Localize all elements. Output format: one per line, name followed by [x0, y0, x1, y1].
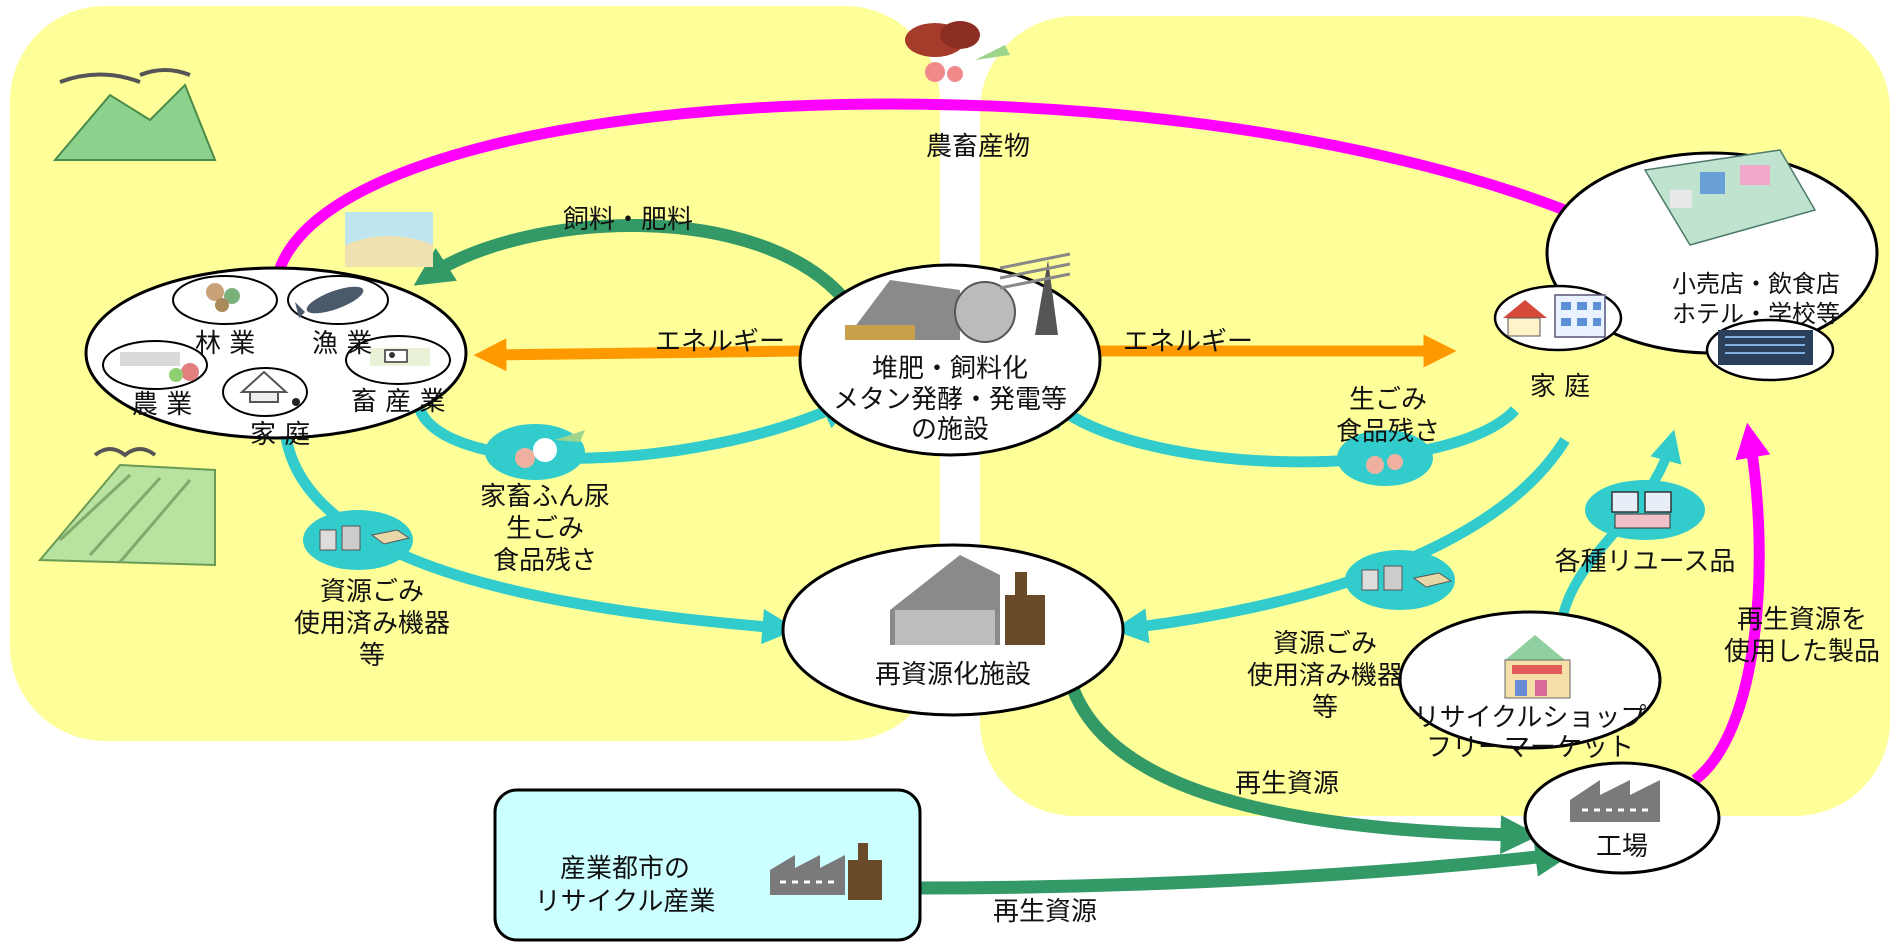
beach-icon [345, 212, 433, 267]
label-industry-city-2: リサイクル産業 [535, 887, 716, 917]
fish-icon [295, 286, 364, 318]
label-urban-food-waste-2: 食品残さ [1336, 417, 1440, 447]
label-rural-resource-2: 使用済み機器 [294, 609, 450, 639]
arrow-recycled-products [1691, 422, 1771, 785]
cabbage-icon [120, 352, 199, 382]
label-rural-waste-3: 食品残さ [493, 546, 597, 576]
label-compost-1: 堆肥・飼料化 [872, 354, 1028, 384]
label-reuse-items: 各種リユース品 [1555, 547, 1736, 577]
label-agri-products: 農畜産物 [926, 132, 1030, 162]
label-urban-resource-1: 資源ごみ [1273, 629, 1377, 659]
label-rural-resource-3: 等 [359, 641, 385, 671]
label-urban-food-waste-1: 生ごみ [1349, 385, 1427, 415]
arrow-rural-waste [414, 396, 856, 464]
label-compost-3: の施設 [911, 415, 989, 445]
recycling-plant-icon [890, 555, 1045, 645]
food-waste-icon [485, 424, 585, 480]
city-icon [1643, 149, 1817, 246]
label-recycled-products-1: 再生資源を [1737, 605, 1867, 635]
timber-icon [206, 283, 240, 312]
label-energy-right: エネルギー [1123, 327, 1253, 357]
cow-icon [370, 348, 430, 366]
label-retail-1: 小売店・飲食店 [1672, 270, 1840, 298]
apartment-icon [1503, 294, 1606, 338]
label-recycled-resource-2: 再生資源 [993, 897, 1097, 927]
cans-box-icon [303, 510, 413, 570]
label-compost-2: メタン発酵・発電等 [833, 385, 1067, 415]
label-household-rural: 家 庭 [250, 420, 310, 450]
arrow-feed-fertilizer [413, 219, 850, 305]
arrow-urban-food-waste [1041, 394, 1520, 468]
label-forestry: 林 業 [195, 329, 255, 359]
label-fishery: 漁 業 [312, 329, 372, 359]
reuse-goods-icon [1585, 480, 1705, 540]
mountain-forest-icon [52, 68, 217, 161]
label-recycling: 再資源化施設 [875, 660, 1031, 690]
label-industry-city-1: 産業都市の [560, 854, 690, 884]
label-rural-resource-1: 資源ごみ [320, 577, 424, 607]
label-rural-waste-2: 生ごみ [506, 514, 584, 544]
label-agriculture: 農 業 [132, 390, 192, 420]
label-urban-resource-2: 使用済み機器 [1247, 661, 1403, 691]
label-rural-waste-1: 家畜ふん尿 [480, 482, 610, 512]
arrow-recycled-resource-1 [1063, 678, 1540, 855]
urban-food-waste-icon [1337, 430, 1433, 486]
arrow-agri-products [274, 98, 1696, 274]
industry-city-box [493, 788, 922, 942]
farmland-icon [37, 447, 216, 567]
label-recycle-shop-1: リサイクルショップ [1414, 703, 1647, 733]
compost-plant-icon [845, 252, 1071, 343]
vegetables-icon [905, 21, 1010, 82]
label-recycled-products-2: 使用した製品 [1724, 637, 1880, 667]
arrow-reuse [1544, 429, 1682, 656]
urban-cans-box-icon [1345, 550, 1455, 610]
arrow-energy-left [473, 338, 801, 372]
label-household-urban: 家 庭 [1530, 372, 1590, 402]
arrow-recycled-resource-2 [914, 837, 1575, 895]
arrow-rural-resource [279, 429, 798, 645]
shop-icon [1504, 635, 1571, 699]
label-livestock: 畜 産 業 [351, 387, 446, 417]
label-recycled-resource-1: 再生資源 [1235, 769, 1339, 799]
factory-icon [1570, 780, 1660, 822]
label-recycle-shop-2: フリーマーケット [1426, 733, 1634, 763]
label-factory: 工場 [1596, 832, 1648, 862]
hotel-icon [1718, 330, 1813, 365]
label-energy-left: エネルギー [655, 327, 785, 357]
rural-region [10, 6, 940, 741]
house-icon [239, 370, 300, 406]
industry-factory-icon [770, 843, 882, 900]
label-feed-fertilizer: 飼料・肥料 [563, 205, 693, 235]
label-urban-resource-3: 等 [1312, 693, 1338, 723]
